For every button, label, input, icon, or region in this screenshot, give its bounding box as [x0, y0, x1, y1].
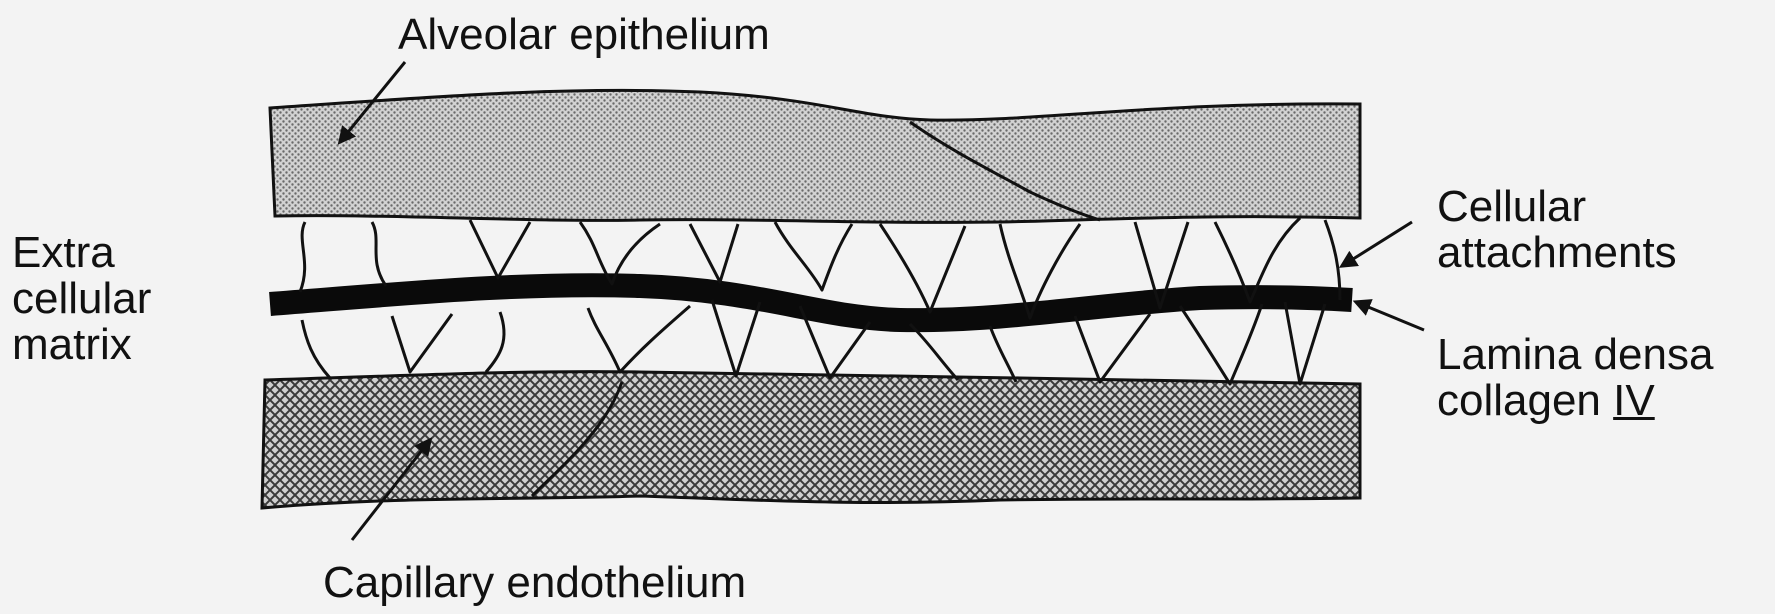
label-extra-cellular-matrix: Extra cellular matrix — [12, 230, 151, 369]
label-lamina-densa-line: Lamina densa — [1437, 332, 1713, 378]
label-collagen-roman: IV — [1613, 376, 1655, 425]
label-cellular-attachments: Cellular attachments — [1437, 184, 1677, 276]
label-lamina-densa: Lamina densa collagen IV — [1437, 332, 1713, 424]
label-ecm-line-3: matrix — [12, 322, 151, 368]
label-ecm-line-1: Extra — [12, 230, 151, 276]
label-alveolar-epithelium: Alveolar epithelium — [398, 12, 770, 58]
label-capillary-endothelium: Capillary endothelium — [323, 560, 746, 606]
alveolar-epithelium-layer — [270, 90, 1360, 222]
label-collagen-text: collagen — [1437, 376, 1613, 425]
label-collagen-line: collagen IV — [1437, 378, 1713, 424]
lamina-densa-band — [270, 285, 1352, 320]
label-cellular-line-2: attachments — [1437, 230, 1677, 276]
lamina-densa-pointer — [1356, 302, 1424, 330]
label-cellular-line-1: Cellular — [1437, 184, 1677, 230]
capillary-endothelium-layer — [262, 372, 1360, 508]
cellular-attachments-pointer — [1342, 222, 1412, 266]
label-ecm-line-2: cellular — [12, 276, 151, 322]
